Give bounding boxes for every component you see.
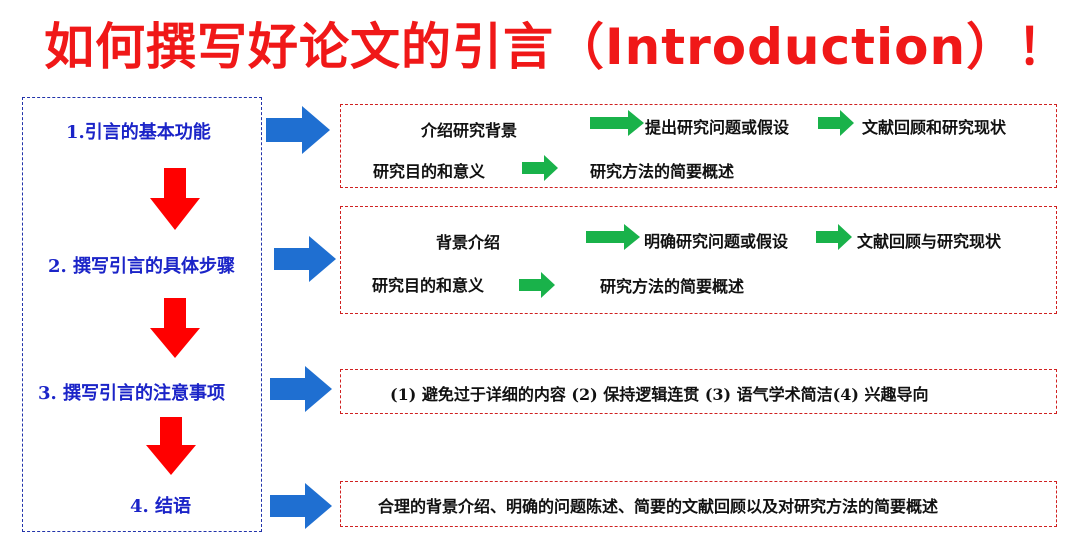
flow-item: 研究目的和意义 xyxy=(372,276,485,295)
right-arrow-icon xyxy=(266,106,330,154)
green-arrow-icon xyxy=(816,224,852,250)
green-arrow-icon xyxy=(519,272,555,298)
page-title: 如何撰写好论文的引言（Introduction）！ xyxy=(44,18,1069,76)
steps-box xyxy=(340,206,1057,314)
flow-item: 研究方法的简要概述 xyxy=(600,277,745,296)
flow-item: 介绍研究背景 xyxy=(421,121,518,140)
step-1-label: 1.引言的基本功能 xyxy=(66,122,211,143)
flow-item: 文献回顾和研究现状 xyxy=(862,118,1007,137)
green-arrow-icon xyxy=(522,155,558,181)
right-arrow-icon xyxy=(270,483,332,529)
green-arrow-icon xyxy=(590,110,644,136)
green-arrow-icon xyxy=(818,110,854,136)
flow-item: 文献回顾与研究现状 xyxy=(857,232,1002,251)
flow-item: 研究方法的简要概述 xyxy=(590,162,735,181)
down-arrow-icon xyxy=(146,417,196,475)
flow-item: 背景介绍 xyxy=(436,233,501,252)
notes-box xyxy=(340,369,1057,414)
flow-item: 研究目的和意义 xyxy=(373,162,486,181)
notes-text: (1) 避免过于详细的内容 (2) 保持逻辑连贯 (3) 语气学术简洁(4) 兴… xyxy=(390,385,929,404)
right-arrow-icon xyxy=(270,366,332,412)
step-2-label: 2. 撰写引言的具体步骤 xyxy=(48,256,236,277)
step-3-label: 3. 撰写引言的注意事项 xyxy=(38,383,226,404)
conclusion-text: 合理的背景介绍、明确的问题陈述、简要的文献回顾以及对研究方法的简要概述 xyxy=(378,497,939,516)
steps-panel xyxy=(22,97,262,532)
flow-item: 明确研究问题或假设 xyxy=(644,232,789,251)
flow-item: 提出研究问题或假设 xyxy=(645,118,790,137)
right-arrow-icon xyxy=(274,236,336,282)
green-arrow-icon xyxy=(586,224,640,250)
down-arrow-icon xyxy=(150,168,200,230)
down-arrow-icon xyxy=(150,298,200,358)
step-4-label: 4. 结语 xyxy=(130,496,192,517)
function-box xyxy=(340,104,1057,188)
conclusion-box xyxy=(340,481,1057,527)
